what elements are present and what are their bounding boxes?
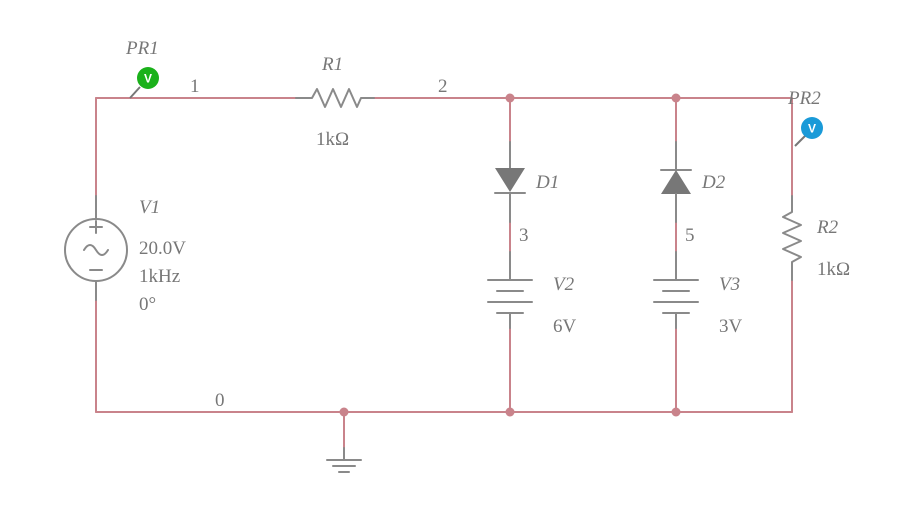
sine-wave-icon <box>83 244 109 256</box>
battery-v3[interactable]: V3 3V <box>653 251 743 337</box>
probe-pr2-lead <box>794 135 806 147</box>
node-label-1: 1 <box>190 76 200 97</box>
diode-d1-triangle <box>495 168 525 192</box>
junction-dot <box>339 407 349 417</box>
probe-pr1-lead <box>129 86 141 99</box>
resistor-r2-name: R2 <box>816 217 839 238</box>
battery-v2-value: 6V <box>553 316 577 337</box>
resistor-r1-value: 1kΩ <box>316 129 349 150</box>
node-label-5: 5 <box>685 225 695 246</box>
node-label-0: 0 <box>215 390 225 411</box>
junctions <box>339 93 681 417</box>
probe-pr1-circle <box>137 67 159 89</box>
resistor-r2[interactable]: R2 1kΩ <box>782 195 850 281</box>
ground-icon <box>326 447 362 473</box>
probe-pr2-circle <box>801 117 823 139</box>
diode-d2-triangle <box>661 170 691 194</box>
resistor-r1[interactable]: R1 1kΩ <box>295 54 375 150</box>
node-label-3: 3 <box>519 225 529 246</box>
probe-pr1[interactable]: V PR1 <box>125 38 159 99</box>
diode-d1-name: D1 <box>535 172 559 193</box>
battery-v3-value: 3V <box>719 316 743 337</box>
ac-source-v1[interactable]: V1 20.0V 1kHz 0° <box>64 195 186 315</box>
junction-dot <box>505 407 515 417</box>
battery-v2-name: V2 <box>553 274 575 295</box>
junction-dot <box>671 93 681 103</box>
junction-dot <box>505 93 515 103</box>
battery-v2[interactable]: V2 6V <box>487 251 577 337</box>
diode-d2-name: D2 <box>701 172 726 193</box>
ac-source-frequency: 1kHz <box>139 266 180 287</box>
diode-d2[interactable]: D2 <box>660 141 726 223</box>
diode-d1[interactable]: D1 <box>494 141 559 223</box>
probe-pr1-name: PR1 <box>125 38 159 59</box>
wires <box>95 97 793 449</box>
battery-v3-name: V3 <box>719 274 740 295</box>
node-label-2: 2 <box>438 76 448 97</box>
resistor-r2-value: 1kΩ <box>817 259 850 280</box>
resistor-r1-symbol <box>295 88 375 108</box>
ac-source-phase: 0° <box>139 294 156 315</box>
resistor-r2-symbol <box>782 195 802 281</box>
probe-pr2-name: PR2 <box>787 88 821 109</box>
probe-pr1-symbol: V <box>144 72 152 86</box>
probe-pr2-symbol: V <box>808 122 816 136</box>
probe-pr2[interactable]: V PR2 <box>787 88 823 147</box>
resistor-r1-name: R1 <box>321 54 343 75</box>
ac-source-name: V1 <box>139 197 160 218</box>
ac-source-amplitude: 20.0V <box>139 238 186 259</box>
junction-dot <box>671 407 681 417</box>
ac-source-circle <box>64 218 128 282</box>
node-labels: 1 2 3 5 0 <box>190 76 695 411</box>
